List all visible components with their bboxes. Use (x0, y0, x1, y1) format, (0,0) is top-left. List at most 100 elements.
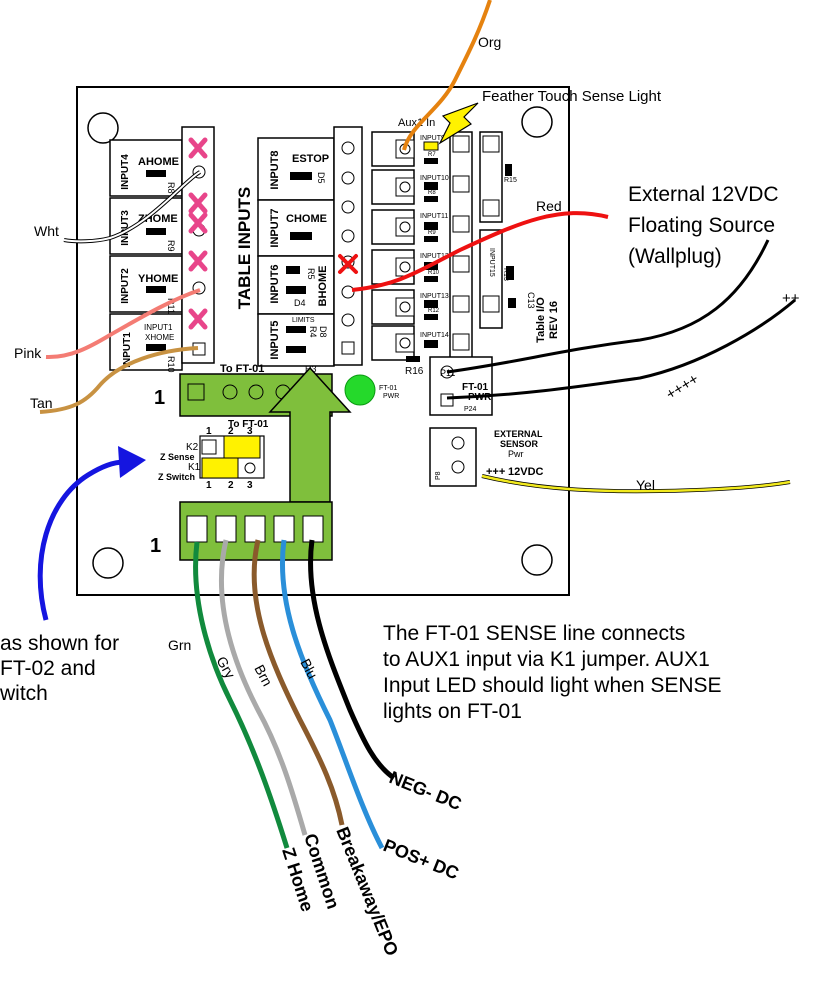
plus-mid-label: ++++ (663, 370, 702, 403)
mid-d5-label: D5 (316, 172, 326, 184)
left-input3-label: INPUT3 (120, 210, 131, 246)
black-wire-2 (446, 298, 796, 400)
left-res2-label: R11 (166, 298, 176, 314)
blue-arrow-head (118, 446, 146, 478)
mounting-hole-tl (87, 112, 119, 144)
mid-r4-label: R4 (308, 326, 318, 338)
left-input4-label: INPUT4 (120, 154, 131, 190)
ext-sensor-block (429, 427, 477, 487)
z-switch-label: Z Switch (158, 472, 195, 482)
tan-label: Tan (30, 395, 53, 411)
j-num-bot-1: 1 (206, 480, 212, 491)
red-wire (351, 211, 609, 292)
to-ft01-bottom-label: To FT-01 (228, 419, 269, 430)
mid-limits-label: LIMITS (292, 317, 315, 324)
brown-wire (251, 539, 345, 826)
left-input1-small: INPUT1 (144, 323, 173, 332)
k2-label: K2 (186, 442, 199, 453)
c13-label: C13 (526, 292, 536, 309)
pink-label: Pink (14, 345, 42, 361)
aux-led-input14: INPUT14 (420, 332, 449, 339)
black-wire-1 (446, 239, 770, 374)
left-res1-label: R10 (166, 356, 176, 373)
left-input1-label: INPUT1 (122, 332, 133, 368)
one-bottom-label: 1 (150, 535, 161, 557)
table-io-line2: REV 16 (548, 301, 560, 339)
left-terminal-strip (181, 126, 215, 364)
brn-label: Brn (251, 662, 275, 689)
orange-wire (402, 0, 492, 151)
x-mark-red (338, 254, 358, 274)
pink-wire (45, 288, 201, 360)
mid-r5-label: R5 (306, 268, 316, 280)
plus-top-label: ++ (782, 290, 800, 307)
aux-led-input13: INPUT13 (420, 293, 449, 300)
left-home1-label: XHOME (145, 333, 174, 342)
aux-led-input11: INPUT11 (420, 213, 448, 220)
k1-label: K1 (188, 462, 201, 473)
ext-source-line3: (Wallplug) (628, 245, 722, 268)
right-note-line3: Input LED should light when SENSE (383, 674, 722, 697)
aux-res-r9: R9 (428, 230, 436, 236)
aux-led-input12: INPUT12 (420, 253, 449, 260)
plus-yel-label: +++ (486, 466, 505, 478)
pos-dc-label: POS+ DC (381, 835, 462, 883)
aux-res-r8: R8 (428, 190, 436, 196)
mid-home6-label: BHOME (317, 266, 329, 307)
left-home4-label: AHOME (138, 156, 179, 168)
aux-res-r16: R16 (405, 366, 424, 377)
left-note-line3: witch (0, 682, 48, 705)
right-note-line4: lights on FT-01 (383, 700, 522, 723)
black-wire-3 (308, 539, 396, 781)
to-ft01-top-label: To FT-01 (220, 363, 264, 375)
yellow-arrow (438, 102, 479, 145)
table-inputs-label: TABLE INPUTS (235, 187, 254, 309)
neg-dc-label: NEG- DC (387, 767, 465, 814)
j-num-top-2: 2 (228, 426, 234, 437)
grey-wire (218, 539, 308, 836)
aux-in-label: Aux1 In (398, 117, 435, 129)
r15-label: R15 (504, 177, 517, 184)
mid-input5-label: INPUT5 (269, 320, 281, 359)
left-input-blocks (109, 139, 183, 371)
j-num-bot-2: 2 (228, 480, 234, 491)
mounting-hole-bl (92, 547, 124, 579)
ext-source-line2: Floating Source (628, 214, 775, 237)
r13-label: R13 (502, 268, 509, 281)
mounting-hole-br (521, 544, 553, 576)
x-marks-pink (188, 137, 208, 330)
yel-label: Yel (636, 477, 655, 493)
left-res4-label: R8 (166, 182, 176, 194)
aux-led-input10: INPUT10 (420, 175, 449, 182)
aux-res-r10: R10 (428, 270, 440, 276)
aux-column (371, 131, 516, 362)
ft01-led-label2: PWR (383, 393, 399, 400)
blue-wire (279, 539, 385, 850)
v12-label: 12VDC (508, 466, 544, 478)
blue-arrow-line (37, 459, 125, 621)
mid-home8-label: ESTOP (292, 153, 329, 165)
j-num-top-1: 1 (206, 426, 212, 437)
green-arrow (268, 366, 352, 503)
green-wire (193, 541, 290, 849)
right-note-line2: to AUX1 input via K1 jumper. AUX1 (383, 648, 710, 671)
mid-d8-label: D8 (318, 326, 328, 338)
ft01-pwr-line1: FT-01 (462, 382, 489, 393)
p8-label: P8 (435, 471, 442, 480)
aux-res-r12: R12 (428, 308, 440, 314)
mid-input8-label: INPUT8 (269, 150, 281, 189)
p24-label: P24 (464, 406, 477, 413)
wht-label: Wht (34, 223, 59, 239)
j-num-top-3: 3 (247, 426, 253, 437)
mounting-hole-tr (521, 106, 553, 138)
left-home2-label: YHOME (138, 273, 178, 285)
left-note-line1: as shown for (0, 632, 119, 655)
table-io-line1: Table I/O (535, 297, 547, 343)
left-input2-label: INPUT2 (120, 268, 131, 304)
z-sense-label: Z Sense (160, 452, 195, 462)
grn-label: Grn (168, 637, 191, 653)
mid-d4-label: D4 (294, 298, 306, 308)
right-note-line1: The FT-01 SENSE line connects (383, 622, 685, 645)
input15-label: INPUT15 (488, 248, 495, 277)
